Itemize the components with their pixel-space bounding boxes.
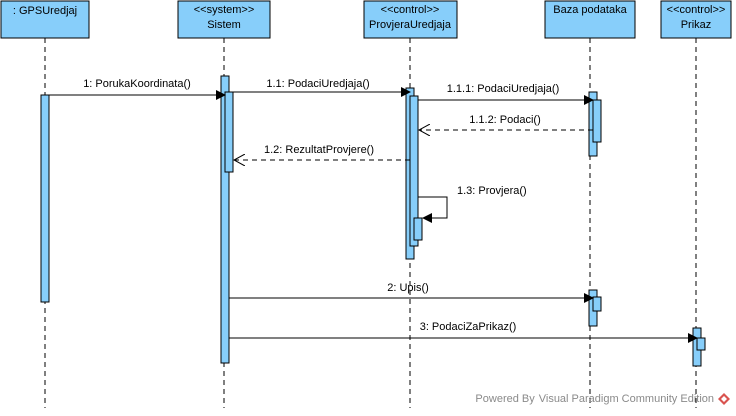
watermark-prefix: Powered By — [475, 393, 535, 405]
activation-bar-provjera-self[interactable] — [413, 217, 423, 241]
message-label: 1.1.1: PodaciUredjaja() — [447, 83, 560, 95]
activation-bar-baza-upis-nested[interactable] — [592, 296, 602, 312]
watermark-product: Visual Paradigm Community Edition — [538, 393, 714, 405]
lifeline-header[interactable] — [363, 0, 458, 39]
message-label: 1.1: PodaciUredjaja() — [266, 78, 369, 90]
lifeline-name: ProvjeraUredjaja — [369, 19, 452, 31]
message-label: 1: PorukaKoordinata() — [83, 78, 191, 90]
message-label: 2: Upis() — [387, 282, 429, 294]
message-label: 3: PodaciZaPrikaz() — [420, 321, 517, 333]
message-label: 1.2: RezultatProvjere() — [264, 144, 374, 156]
visual-paradigm-logo-icon — [718, 393, 730, 405]
lifeline-name: Sistem — [207, 19, 241, 31]
activation-bar-sistem[interactable] — [220, 75, 230, 364]
lifeline-header[interactable] — [0, 0, 90, 39]
activation-bar-gps[interactable] — [40, 94, 50, 303]
lifeline-stereotype: <<control>> — [381, 4, 440, 16]
lifeline-header[interactable] — [177, 0, 271, 39]
lifeline-name: : GPSUredjaj — [13, 5, 77, 17]
message-1-1-1[interactable]: 1.1.1: PodaciUredjaja() — [418, 83, 594, 105]
message-arrow[interactable] — [418, 196, 448, 223]
message-1-1-2[interactable]: 1.1.2: Podaci() — [419, 114, 593, 130]
lifeline-header[interactable] — [660, 0, 732, 39]
lifeline-stereotype: <<control>> — [667, 4, 726, 16]
lifeline-baza[interactable]: Baza podataka — [544, 0, 636, 408]
lifeline-header[interactable] — [544, 0, 636, 39]
message-label: 1.1.2: Podaci() — [469, 114, 541, 126]
watermark: Powered By Visual Paradigm Community Edi… — [475, 393, 730, 405]
message-1-2[interactable]: 1.2: RezultatProvjere() — [234, 144, 410, 160]
lifeline-name: Baza podataka — [553, 4, 627, 16]
message-3[interactable]: 3: PodaciZaPrikaz() — [229, 321, 698, 343]
lifeline-stereotype: <<system>> — [194, 4, 255, 16]
message-label: 1.3: Provjera() — [457, 185, 527, 197]
lifeline-name: Prikaz — [681, 19, 712, 31]
activation-bar-provjera-nested[interactable] — [409, 95, 419, 247]
message-1[interactable]: 1: PorukaKoordinata() — [49, 78, 226, 100]
message-2[interactable]: 2: Upis() — [229, 282, 594, 303]
activation-bar-baza-nested[interactable] — [592, 99, 602, 143]
message-1-3-self[interactable]: 1.3: Provjera() — [418, 185, 527, 223]
message-1-1[interactable]: 1.1: PodaciUredjaja() — [233, 78, 411, 97]
activation-bar-prikaz-nested[interactable] — [696, 337, 706, 351]
activation-bar-sistem-nested[interactable] — [224, 91, 234, 173]
